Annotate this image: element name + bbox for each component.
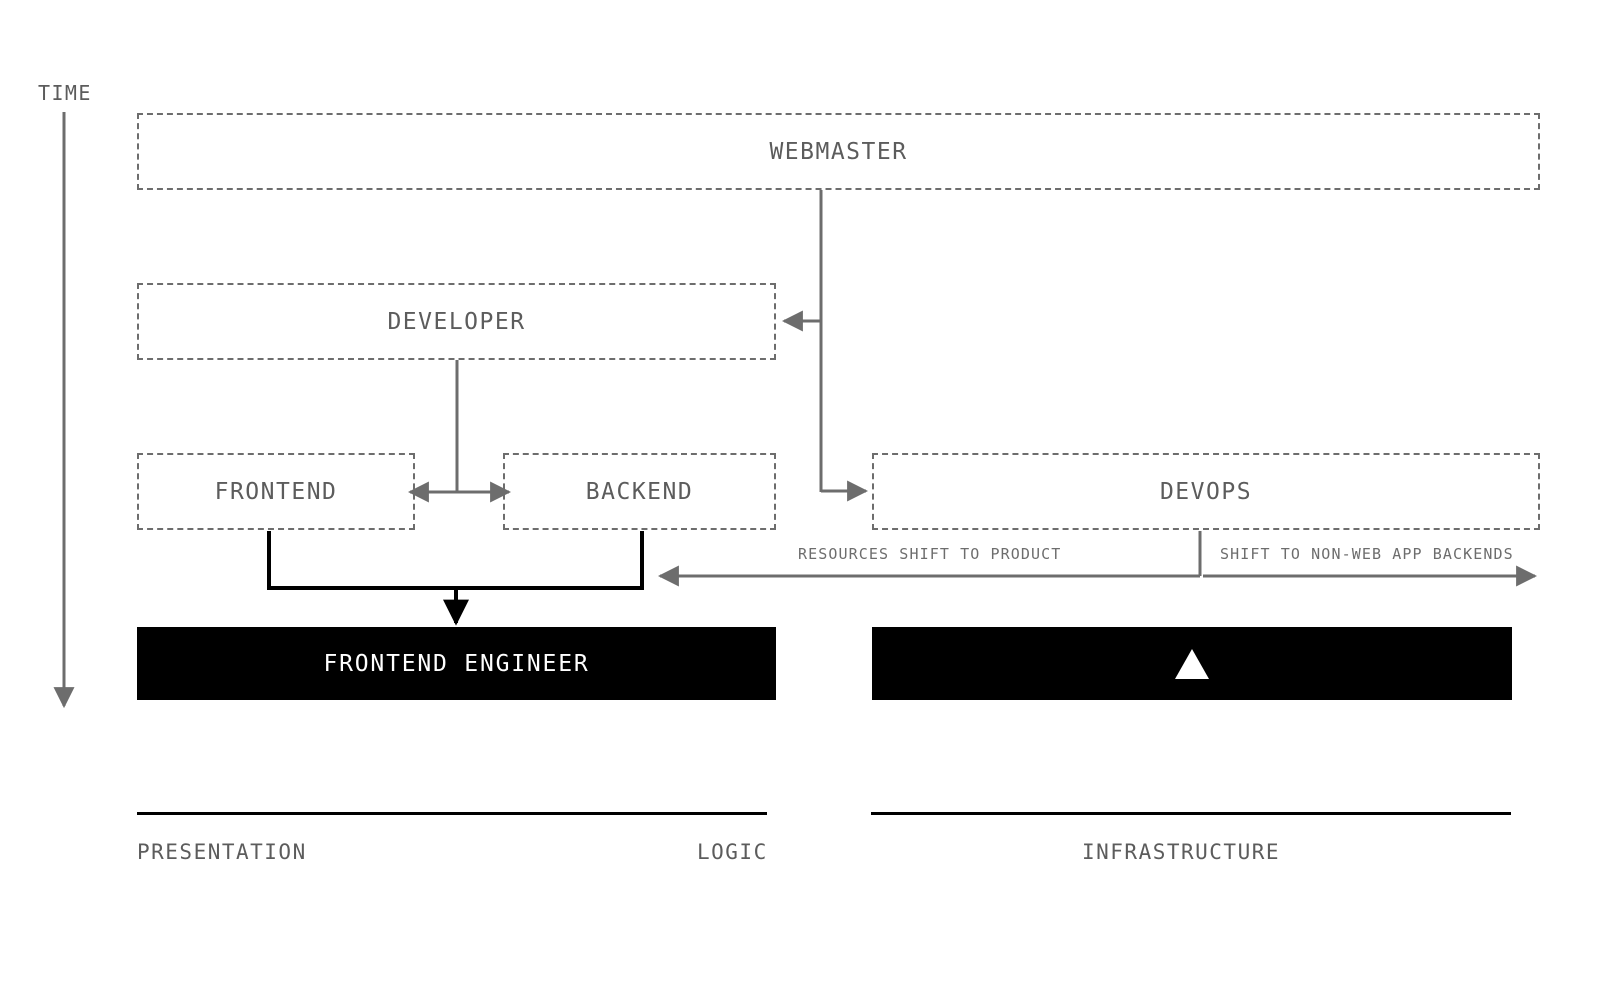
column-label-logic: LOGIC xyxy=(697,840,768,864)
column-rule-infrastructure xyxy=(871,812,1511,815)
role-label-developer: DEVELOPER xyxy=(387,308,526,335)
role-label-webmaster: WEBMASTER xyxy=(769,138,908,165)
column-label-presentation: PRESENTATION xyxy=(137,840,307,864)
role-box-webmaster[interactable]: WEBMASTER xyxy=(137,113,1540,190)
outcome-box-infrastructure[interactable] xyxy=(872,627,1512,700)
flow-label-resources-shift: RESOURCES SHIFT TO PRODUCT xyxy=(798,545,1062,563)
outcome-label-frontend-engineer: FRONTEND ENGINEER xyxy=(323,650,590,677)
time-axis-label: TIME xyxy=(38,81,92,105)
connector-webmaster-spine xyxy=(781,190,869,502)
triangle-up-icon xyxy=(1175,648,1209,679)
role-label-frontend: FRONTEND xyxy=(214,478,338,505)
role-box-frontend[interactable]: FRONTEND xyxy=(137,453,415,530)
role-label-devops: DEVOPS xyxy=(1159,478,1253,505)
role-label-backend: BACKEND xyxy=(585,478,694,505)
connector-merge-frontend-engineer xyxy=(267,531,644,626)
flow-label-non-web-shift: SHIFT TO NON-WEB APP BACKENDS xyxy=(1220,545,1514,563)
role-box-developer[interactable]: DEVELOPER xyxy=(137,283,776,360)
connector-developer-split xyxy=(407,360,512,503)
outcome-box-frontend-engineer[interactable]: FRONTEND ENGINEER xyxy=(137,627,776,700)
role-box-devops[interactable]: DEVOPS xyxy=(872,453,1540,530)
column-rule-presentation-logic xyxy=(137,812,767,815)
role-box-backend[interactable]: BACKEND xyxy=(503,453,776,530)
column-label-infrastructure: INFRASTRUCTURE xyxy=(1082,840,1281,864)
